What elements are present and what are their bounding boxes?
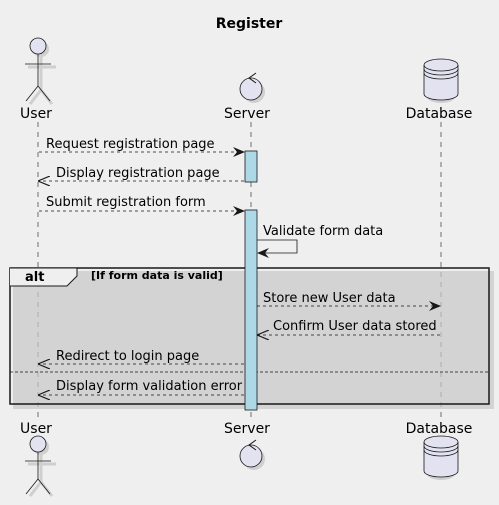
database-label-bottom: Database	[406, 421, 473, 437]
alt-fragment-tab	[10, 267, 78, 287]
message-label-2: Display registration page	[56, 166, 220, 181]
alt-guard: [If form data is valid]	[91, 269, 223, 282]
server-activation-1	[244, 150, 258, 183]
user-label-bottom: User	[20, 421, 52, 437]
message-label-5: Store new User data	[263, 291, 396, 306]
message-label-1: Request registration page	[46, 137, 215, 152]
database-icon-top	[423, 58, 459, 103]
server-activation-2	[244, 209, 258, 411]
diagram-title: Register	[216, 16, 283, 32]
database-icon-bottom	[423, 435, 459, 480]
message-label-6: Confirm User data stored	[273, 319, 437, 334]
user-actor-bottom	[25, 435, 56, 497]
server-label-bottom: Server	[224, 421, 270, 437]
database-label-top: Database	[406, 106, 473, 122]
message-label-3: Submit registration form	[46, 195, 206, 210]
user-actor-top	[25, 37, 56, 105]
message-label-7: Redirect to login page	[56, 349, 199, 364]
server-control-bottom	[239, 439, 265, 470]
message-label-4: Validate form data	[263, 224, 383, 239]
user-label-top: User	[20, 106, 52, 122]
server-label-top: Server	[224, 106, 270, 122]
server-control-top	[239, 72, 265, 103]
message-label-8: Display form validation error	[56, 379, 243, 394]
message-arrow-4	[257, 239, 298, 258]
alt-keyword: alt	[25, 270, 44, 285]
